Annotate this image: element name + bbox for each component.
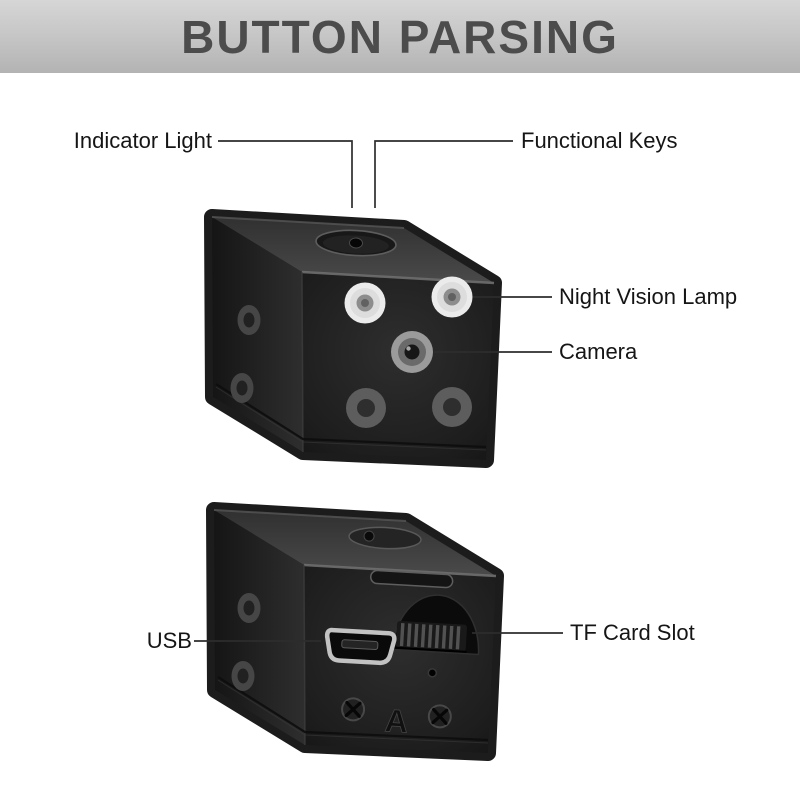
screw-left bbox=[341, 697, 366, 722]
ridge bbox=[420, 624, 426, 648]
side-dice-pips bbox=[230, 305, 261, 403]
label-camera: Camera bbox=[559, 339, 638, 364]
ridge bbox=[434, 625, 440, 649]
pip-core bbox=[243, 312, 255, 328]
back-left-bevel bbox=[303, 564, 306, 746]
camera-lens bbox=[391, 331, 433, 373]
pip-core bbox=[443, 398, 461, 416]
indicator-light-hole bbox=[363, 530, 375, 542]
back-top-bevel bbox=[211, 216, 405, 229]
tf-slot-lip bbox=[394, 646, 467, 653]
night-vision-lamp-top-left bbox=[344, 282, 386, 324]
back-top-bevel bbox=[303, 563, 497, 578]
dice-pip-bottom-left bbox=[346, 388, 386, 428]
ridge bbox=[406, 623, 412, 647]
base-seam-highlight bbox=[215, 386, 487, 451]
back-panel: A bbox=[324, 569, 480, 740]
screw-right bbox=[427, 704, 452, 729]
ridge bbox=[441, 625, 447, 649]
base-seam bbox=[217, 676, 489, 742]
label-indicator-light: Indicator Light bbox=[73, 128, 212, 153]
lamp-dot bbox=[361, 299, 369, 307]
lamp-dot bbox=[448, 293, 456, 301]
pip-core bbox=[357, 399, 375, 417]
label-usb: USB bbox=[146, 628, 192, 653]
side-dice-pips bbox=[231, 593, 261, 691]
lens-glint bbox=[406, 346, 411, 351]
tf-card-ridges bbox=[399, 623, 461, 650]
pip-core bbox=[236, 380, 248, 396]
screw-cross bbox=[344, 700, 362, 718]
screw-cross bbox=[431, 707, 449, 725]
reset-hole bbox=[427, 668, 438, 678]
callout-line-functional-keys bbox=[374, 140, 513, 208]
pip-core bbox=[237, 668, 249, 684]
usb-tongue bbox=[341, 639, 379, 651]
engraved-letter: A bbox=[384, 702, 409, 739]
vent-slot bbox=[369, 569, 454, 589]
usb-port bbox=[324, 627, 397, 666]
label-tf-card-slot: TF Card Slot bbox=[570, 620, 695, 645]
base-seam-highlight bbox=[217, 679, 489, 744]
label-night-vision-lamp: Night Vision Lamp bbox=[559, 284, 738, 309]
ridge bbox=[427, 624, 433, 648]
dice-pip-bottom-right bbox=[432, 387, 472, 427]
indicator-light-hole bbox=[349, 237, 363, 249]
pip-core bbox=[243, 600, 255, 616]
night-vision-lamp-top-right bbox=[431, 276, 473, 318]
top-button-recess-rear bbox=[348, 526, 422, 550]
header-banner: BUTTON PARSING bbox=[0, 0, 800, 73]
page-title: BUTTON PARSING bbox=[181, 10, 619, 63]
camera-back-view: A bbox=[206, 502, 504, 761]
ridge bbox=[448, 625, 454, 649]
ridge bbox=[455, 626, 461, 650]
callout-lines bbox=[194, 140, 563, 642]
camera-front-view bbox=[204, 209, 502, 468]
front-left-bevel bbox=[301, 271, 304, 453]
ridge bbox=[413, 623, 419, 647]
lens-glass bbox=[404, 344, 420, 360]
ridge bbox=[399, 623, 405, 647]
rear-top-bevel bbox=[213, 509, 407, 522]
callout-line-indicator-light bbox=[218, 140, 353, 208]
label-functional-keys: Functional Keys bbox=[521, 128, 678, 153]
function-button-recess bbox=[315, 229, 397, 257]
